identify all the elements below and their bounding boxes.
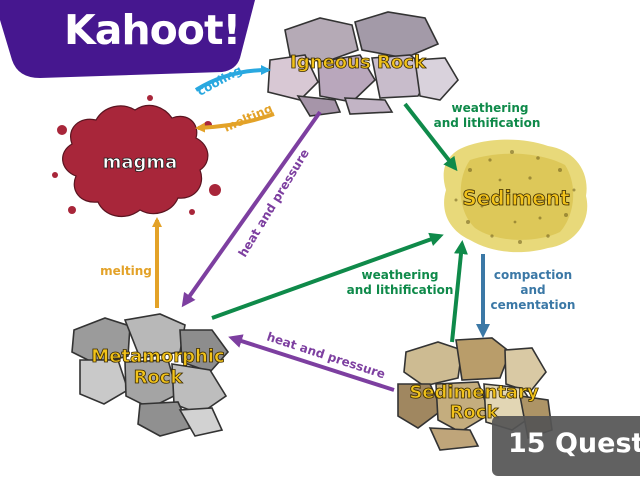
question-count-text: 15 Quest <box>508 428 640 459</box>
kahoot-logo: Kahoot! <box>64 6 241 54</box>
question-count-badge: 15 Quest <box>492 416 640 476</box>
label-compaction-1: compaction <box>494 268 572 282</box>
arrow-melting-top <box>195 112 275 133</box>
igneous-rock-illustration <box>267 11 459 117</box>
label-heat-pressure-diagonal: heat and pressure <box>236 147 312 260</box>
label-weathering-top-2: and lithification <box>434 116 541 130</box>
node-label-metamorphic-rock-line1: Metamorphic <box>91 346 224 367</box>
label-compaction-3: cementation <box>491 298 576 312</box>
sediment-illustration <box>443 139 588 253</box>
label-weathering-middle-2: and lithification <box>347 283 454 297</box>
label-compaction-2: and <box>520 283 545 297</box>
node-label-sedimentary-rock-line1: Sedimentary <box>409 382 539 403</box>
metamorphic-rock-illustration <box>71 313 230 437</box>
arrow-weathering-top <box>403 102 458 172</box>
arrow-heat-pressure-diagonal <box>181 110 322 308</box>
label-melting-left: melting <box>100 264 152 278</box>
arrow-weathering-middle <box>211 232 444 320</box>
banner-shape <box>0 0 255 78</box>
node-label-sedimentary-rock-line2: Rock <box>450 402 500 423</box>
node-label-magma: magma <box>103 152 178 173</box>
arrow-weathering-sedimentary <box>450 240 468 343</box>
kahoot-logo-banner: Kahoot! <box>0 0 255 78</box>
label-weathering-top-1: weathering <box>452 101 529 115</box>
node-label-metamorphic-rock-line2: Rock <box>134 367 184 388</box>
label-weathering-middle-1: weathering <box>362 268 439 282</box>
node-label-igneous-rock: Igneous Rock <box>290 52 427 73</box>
arrow-heat-pressure-bottom <box>228 334 395 392</box>
arrow-cooling <box>194 65 271 92</box>
node-label-sediment: Sediment <box>462 186 570 210</box>
